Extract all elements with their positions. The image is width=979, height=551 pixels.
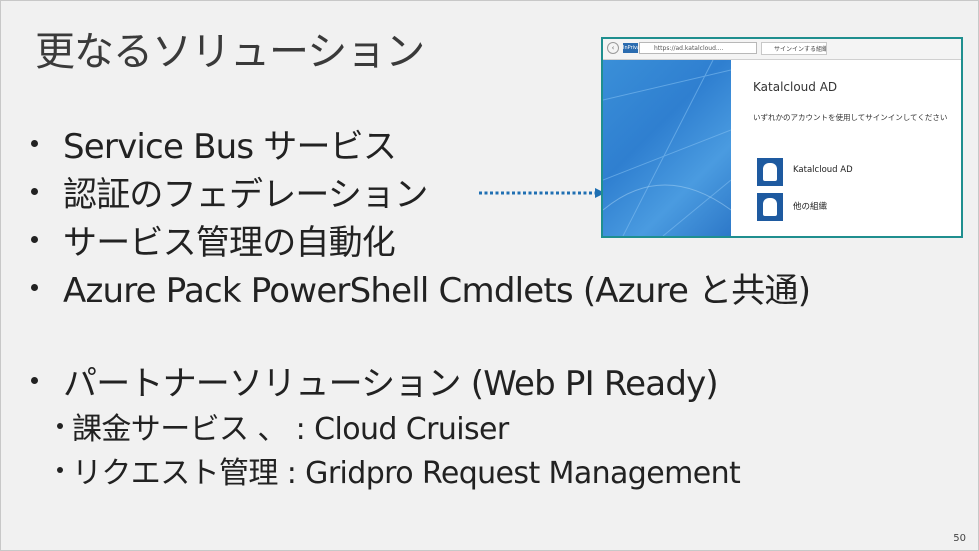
- back-icon: ‹: [607, 42, 619, 54]
- bullet-dot: [31, 376, 38, 384]
- bullet-list: Service Bus サービス 認証のフェデレーション サービス管理の自動化 …: [31, 119, 811, 492]
- browser-toolbar: ‹ InPrivate https://ad.katalcloud.... サイ…: [603, 39, 961, 60]
- address-bar: https://ad.katalcloud....: [639, 42, 757, 54]
- bullet-spacer: [31, 311, 810, 356]
- signin-panel: Katalcloud AD いずれかのアカウントを使用してサインインしてください…: [731, 60, 961, 236]
- bullet-text: Service Bus サービス: [63, 126, 397, 167]
- bullet-item-partner: パートナーソリューション (Web PI Ready): [31, 356, 810, 404]
- sub-bullet-dot: [57, 423, 63, 429]
- dotted-arrow-icon: [479, 188, 605, 198]
- sub-bullet-item: リクエスト管理 : Gridpro Request Management: [57, 448, 810, 492]
- signin-screenshot: ‹ InPrivate https://ad.katalcloud.... サイ…: [601, 37, 963, 238]
- bullet-item: 認証のフェデレーション: [31, 167, 810, 215]
- account-option-other: 他の組織: [753, 191, 953, 225]
- bullet-item: Service Bus サービス: [31, 119, 810, 167]
- account-avatar-icon: [757, 193, 783, 221]
- inprivate-badge: InPrivate: [623, 43, 646, 53]
- bullet-text: 認証のフェデレーション: [63, 174, 428, 215]
- account-label: Katalcloud AD: [793, 165, 853, 175]
- bullet-dot: [31, 187, 38, 195]
- sub-bullet-dot: [57, 467, 63, 473]
- page-number: 50: [953, 533, 966, 544]
- bullet-dot: [31, 139, 38, 147]
- slide-title: 更なるソリューション: [35, 29, 425, 75]
- account-label: 他の組織: [793, 202, 828, 212]
- sub-bullet-text: リクエスト管理 : Gridpro Request Management: [72, 456, 741, 491]
- bullet-dot: [31, 283, 38, 291]
- bullet-item: サービス管理の自動化: [31, 215, 810, 263]
- decorative-lines-icon: [603, 60, 731, 236]
- bullet-text: Azure Pack PowerShell Cmdlets (Azure と共通…: [63, 270, 811, 311]
- bullet-text: パートナーソリューション (Web PI Ready): [63, 363, 719, 404]
- bullet-item: Azure Pack PowerShell Cmdlets (Azure と共通…: [31, 263, 811, 311]
- bullet-dot: [31, 235, 38, 243]
- sub-bullet-item: 課金サービス 、 : Cloud Cruiser: [57, 404, 810, 448]
- account-avatar-icon: [757, 158, 783, 186]
- signin-illustration-panel: [603, 60, 731, 236]
- browser-tab: サインインする組織を選択: [761, 42, 827, 55]
- sub-bullet-text: 課金サービス 、 : Cloud Cruiser: [72, 412, 509, 447]
- account-option-katalcloud: Katalcloud AD: [753, 156, 953, 190]
- signin-prompt: いずれかのアカウントを使用してサインインしてください: [753, 113, 948, 122]
- company-name: Katalcloud AD: [753, 80, 838, 94]
- bullet-text: サービス管理の自動化: [63, 222, 396, 263]
